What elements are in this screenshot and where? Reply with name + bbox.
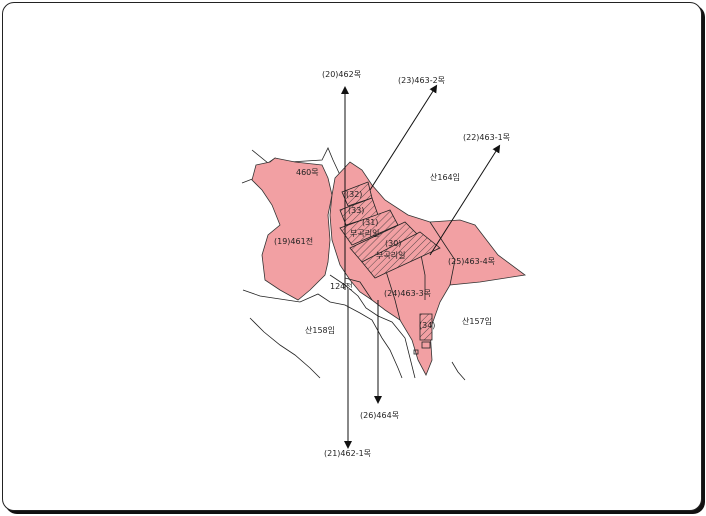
label-463-3: (24)463-3목: [384, 289, 431, 298]
mark-32: (32): [346, 190, 362, 199]
mark-33: (33): [348, 206, 364, 215]
label-arrow-bottom-long: (21)462-1목: [324, 449, 371, 458]
label-461: (19)461전: [274, 236, 313, 246]
map-labels: (20)462목 (23)463-2목 (22)463-1목 460목 (19)…: [274, 70, 510, 458]
label-124: 124전: [330, 281, 353, 291]
label-san164: 산164임: [430, 172, 460, 182]
arrows: [341, 84, 501, 449]
arrow-right: [429, 144, 501, 256]
parcel-divisions: [344, 221, 456, 321]
mark-34: (34): [419, 321, 435, 330]
label-arrow-bottom: (26)464목: [360, 411, 399, 420]
mark-30: (30): [385, 239, 401, 248]
label-arrow-right: (22)463-1목: [463, 133, 510, 142]
label-463-4: (25)463-4목: [448, 257, 495, 266]
label-arrow-top: (20)462목: [322, 70, 361, 79]
hatch-text-2: 부곡리일: [376, 251, 405, 260]
hatch-text-1: 부곡리일: [350, 229, 379, 238]
arrow-up-right: [369, 84, 438, 191]
mark-31: (31): [362, 218, 378, 227]
label-arrow-top-right: (23)463-2목: [398, 76, 445, 85]
hatched-buildings: [339, 181, 441, 355]
label-san158: 산158임: [305, 325, 335, 335]
label-460: 460목: [296, 168, 319, 177]
label-san157: 산157임: [462, 316, 492, 326]
parcel-461: [251, 157, 333, 301]
